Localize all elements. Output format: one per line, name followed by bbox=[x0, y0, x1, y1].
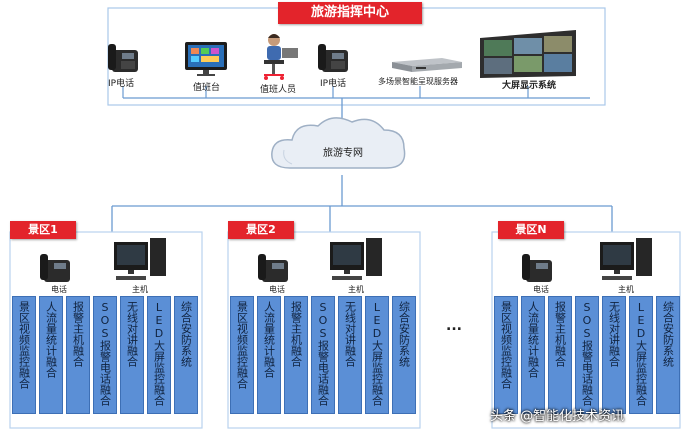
module-tile: 综合安防系统 bbox=[392, 296, 416, 414]
module-tile: 报警主机融合 bbox=[548, 296, 572, 414]
host-label: 主机 bbox=[132, 285, 148, 294]
device-label: 多场景智能呈现服务器 bbox=[378, 77, 458, 86]
module-tile: 景区视频监控融合 bbox=[494, 296, 518, 414]
zone-title: 景区2 bbox=[228, 221, 294, 239]
center-title: 旅游指挥中心 bbox=[278, 2, 422, 24]
module-tile: 综合安防系统 bbox=[656, 296, 680, 414]
module-tile: 无线对讲融合 bbox=[120, 296, 144, 414]
module-tile: LED大屏监控融合 bbox=[147, 296, 171, 414]
host-label: 主机 bbox=[348, 285, 364, 294]
device-label: 大屏显示系统 bbox=[502, 81, 557, 91]
zone-title: 景区1 bbox=[10, 221, 76, 239]
module-tile: 人流量统计融合 bbox=[521, 296, 545, 414]
module-tile: SOS报警电话融合 bbox=[311, 296, 335, 414]
device-label: IP电话 bbox=[108, 79, 135, 89]
ellipsis: ... bbox=[446, 318, 462, 334]
module-tile: SOS报警电话融合 bbox=[93, 296, 117, 414]
module-tile: 人流量统计融合 bbox=[39, 296, 63, 414]
device-label: IP电话 bbox=[320, 79, 347, 89]
watermark: 头条 @智能化技术资讯 bbox=[490, 409, 625, 424]
module-tile: 报警主机融合 bbox=[284, 296, 308, 414]
module-tile: 报警主机融合 bbox=[66, 296, 90, 414]
zone-title: 景区N bbox=[498, 221, 564, 239]
module-tile: 人流量统计融合 bbox=[257, 296, 281, 414]
device-label: 值班人员 bbox=[260, 85, 297, 95]
module-tile: SOS报警电话融合 bbox=[575, 296, 599, 414]
module-tile: 无线对讲融合 bbox=[602, 296, 626, 414]
module-tile: LED大屏监控融合 bbox=[365, 296, 389, 414]
module-tile: 景区视频监控融合 bbox=[230, 296, 254, 414]
module-tile: 景区视频监控融合 bbox=[12, 296, 36, 414]
module-tile: LED大屏监控融合 bbox=[629, 296, 653, 414]
cloud-icon bbox=[271, 117, 406, 169]
host-label: 主机 bbox=[618, 285, 634, 294]
phone-label: 电话 bbox=[51, 285, 67, 294]
device-label: 值班台 bbox=[193, 83, 221, 93]
module-tile: 无线对讲融合 bbox=[338, 296, 362, 414]
module-tile: 综合安防系统 bbox=[174, 296, 198, 414]
network-label: 旅游专网 bbox=[323, 148, 363, 159]
phone-label: 电话 bbox=[533, 285, 549, 294]
phone-label: 电话 bbox=[269, 285, 285, 294]
